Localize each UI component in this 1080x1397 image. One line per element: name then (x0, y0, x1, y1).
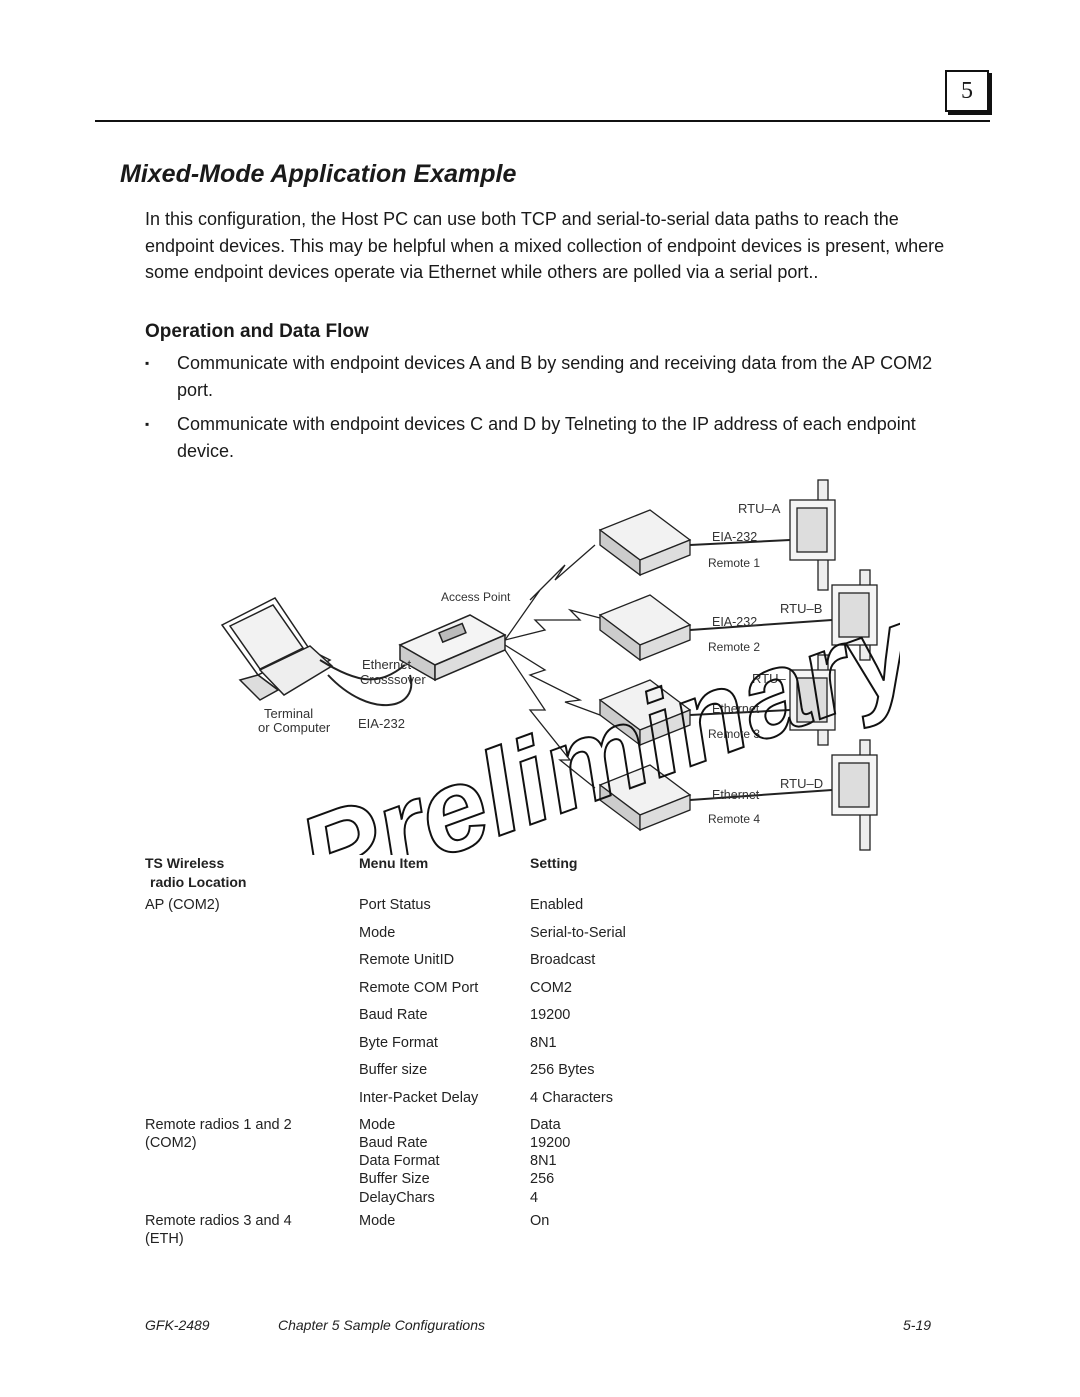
remote-1-link-label: EIA-232 (712, 530, 757, 544)
remote-4-label: Remote 4 (708, 812, 760, 826)
table-cell-setting: Data (530, 1117, 561, 1133)
table-cell-menu-item: Data Format (359, 1153, 440, 1169)
remote-radio-icon (598, 764, 692, 832)
table-cell-location: Remote radios 1 and 2 (145, 1117, 292, 1133)
footer-page-number: 5-19 (903, 1317, 932, 1333)
remote-4-link-label: Ethernet (712, 788, 760, 802)
eia232-ap-label: EIA-232 (358, 716, 405, 731)
table-header-location-line2: radio Location (150, 874, 247, 890)
table-cell-setting: Broadcast (530, 952, 596, 968)
rtu-c-label: RTU– (752, 671, 786, 686)
remote-3-label: Remote 3 (708, 727, 760, 741)
remote-cables (689, 539, 833, 801)
footer-doc-id: GFK-2489 (145, 1317, 210, 1333)
network-diagram: Terminal or Computer Access Point Ethern… (220, 479, 900, 855)
ethernet-cable (319, 659, 406, 681)
table-cell-setting: 19200 (530, 1007, 571, 1023)
remote-1-label: Remote 1 (708, 556, 760, 570)
table-cell-setting: 8N1 (530, 1035, 557, 1051)
table-header-location: TS Wireless (145, 855, 225, 871)
rtu-enclosure-icon (789, 479, 836, 591)
table-cell-setting: COM2 (530, 980, 572, 996)
table-cell-menu-item: Byte Format (359, 1035, 438, 1051)
table-cell-location: Remote radios 3 and 4 (145, 1213, 292, 1229)
rtu-enclosure-icon (831, 569, 878, 661)
page-title: Mixed-Mode Application Example (120, 160, 517, 188)
remote-radios (598, 509, 692, 832)
footer-chapter: Chapter 5 Sample Configurations (278, 1317, 486, 1333)
bullet-icon: ▪ (145, 356, 150, 370)
table-cell-menu-item: Baud Rate (359, 1135, 428, 1151)
serial-cable (327, 674, 413, 707)
bullet-text: Communicate with endpoint devices C and … (177, 414, 916, 461)
table-cell-setting: Serial-to-Serial (530, 925, 626, 941)
table-cell-setting: 4 Characters (530, 1090, 614, 1106)
computer-label: or Computer (258, 720, 331, 735)
table-cell-setting: 4 (530, 1190, 539, 1206)
remote-3-link-label: Ethernet (712, 702, 760, 716)
table-cell-location: AP (COM2) (145, 897, 220, 913)
header-rule (95, 120, 990, 122)
table-cell-setting: 256 Bytes (530, 1062, 595, 1078)
rtu-d-label: RTU–D (780, 776, 823, 791)
table-cell-menu-item: Remote COM Port (359, 980, 479, 996)
table-cell-menu-item: Baud Rate (359, 1007, 428, 1023)
rtu-enclosures (789, 479, 878, 851)
table-cell-menu-item: Buffer Size (359, 1171, 430, 1187)
table-cell-setting: 8N1 (530, 1153, 557, 1169)
table-cell-menu-item: Mode (359, 925, 396, 941)
bullet-list: ▪ Communicate with endpoint devices A and… (145, 350, 945, 472)
table-cell-menu-item: Port Status (359, 897, 431, 913)
rtu-a-label: RTU–A (738, 501, 781, 516)
table-cell-setting: 19200 (530, 1135, 571, 1151)
table-header-setting: Setting (530, 855, 578, 871)
table-cell-location: (COM2) (145, 1135, 197, 1151)
table-cell-setting: On (530, 1213, 550, 1229)
table-cell-setting: Enabled (530, 897, 584, 913)
access-point-icon (398, 614, 507, 682)
rtu-b-label: RTU–B (780, 601, 822, 616)
table-cell-menu-item: Mode (359, 1213, 396, 1229)
terminal-label: Terminal (264, 706, 313, 721)
intro-paragraph: In this configuration, the Host PC can u… (145, 209, 945, 282)
access-point-label: Access Point (441, 590, 511, 604)
table-cell-location: (ETH) (145, 1231, 184, 1247)
remote-2-link-label: EIA-232 (712, 615, 757, 629)
remote-radio-icon (598, 594, 692, 662)
chapter-number-box: 5 (945, 70, 989, 112)
rtu-enclosure-icon (789, 654, 836, 746)
laptop-icon (220, 597, 334, 701)
table-cell-menu-item: Mode (359, 1117, 396, 1133)
section-heading: Operation and Data Flow (145, 321, 369, 342)
rtu-enclosure-icon (831, 739, 878, 851)
bullet-icon: ▪ (145, 417, 150, 431)
bullet-item: ▪ Communicate with endpoint devices C and… (145, 411, 945, 464)
radio-link-icons (504, 544, 601, 789)
remote-radio-icon (598, 679, 692, 747)
table-cell-menu-item: Inter-Packet Delay (359, 1090, 479, 1106)
table-header-menu-item: Menu Item (359, 855, 429, 871)
bullet-item: ▪ Communicate with endpoint devices A and… (145, 350, 945, 403)
table-cell-menu-item: Remote UnitID (359, 952, 455, 968)
table-cell-menu-item: Buffer size (359, 1062, 428, 1078)
bullet-text: Communicate with endpoint devices A and … (177, 353, 933, 400)
table-cell-setting: 256 (530, 1171, 555, 1187)
table-cell-menu-item: DelayChars (359, 1190, 435, 1206)
remote-radio-icon (598, 509, 692, 577)
remote-2-label: Remote 2 (708, 640, 760, 654)
